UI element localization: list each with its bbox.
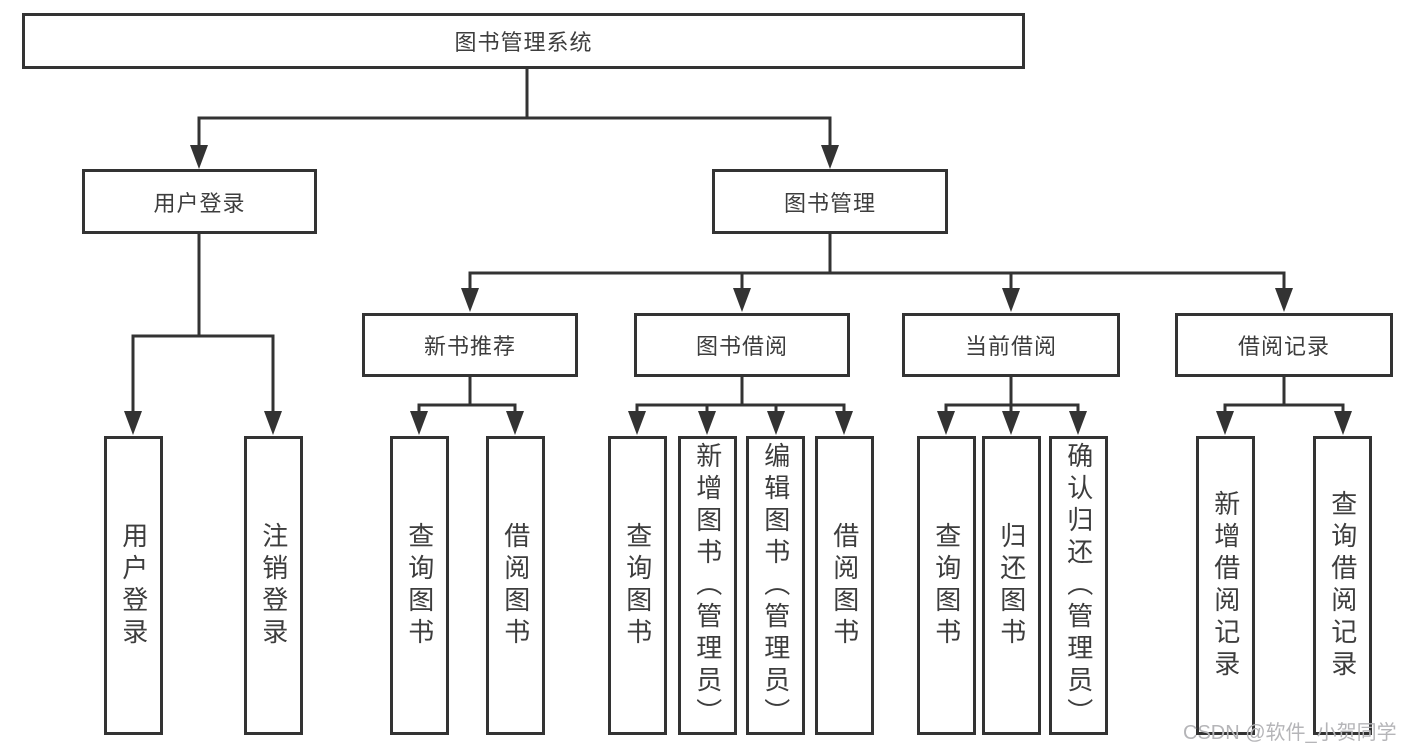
node-new-book-recommend: 新书推荐 [362, 313, 578, 377]
leaf-label: 编辑图书（管理员） [760, 441, 791, 730]
leaf-label: 用户登录 [118, 521, 149, 650]
leaf-label: 查询图书 [622, 521, 653, 650]
leaf-label: 查询借阅记录 [1327, 489, 1358, 682]
leaf-add-book-admin: 新增图书（管理员） [678, 436, 737, 735]
watermark-text: CSDN @软件_小贺同学 [1183, 722, 1397, 744]
leaf-label: 查询图书 [931, 521, 962, 650]
leaf-label: 新增借阅记录 [1210, 489, 1241, 682]
node-borrow-records: 借阅记录 [1175, 313, 1393, 377]
leaf-label: 注销登录 [258, 521, 289, 650]
leaf-label: 确认归还（管理员） [1063, 441, 1094, 730]
leaf-borrow-books-recommend: 借阅图书 [486, 436, 545, 735]
leaf-user-login: 用户登录 [104, 436, 163, 735]
node-book-borrow: 图书借阅 [634, 313, 850, 377]
leaf-logout: 注销登录 [244, 436, 303, 735]
leaf-label: 归还图书 [996, 521, 1027, 650]
leaf-query-borrow-record: 查询借阅记录 [1313, 436, 1372, 735]
node-current-borrow: 当前借阅 [902, 313, 1120, 377]
leaf-return-book: 归还图书 [982, 436, 1041, 735]
node-library-system: 图书管理系统 [22, 13, 1025, 69]
leaf-borrow-books: 借阅图书 [815, 436, 874, 735]
leaf-label: 新增图书（管理员） [692, 441, 723, 730]
leaf-add-borrow-record: 新增借阅记录 [1196, 436, 1255, 735]
leaf-edit-book-admin: 编辑图书（管理员） [746, 436, 805, 735]
node-book-management: 图书管理 [712, 169, 948, 234]
leaf-query-books-current: 查询图书 [917, 436, 976, 735]
leaf-confirm-return-admin: 确认归还（管理员） [1049, 436, 1108, 735]
leaf-label: 查询图书 [404, 521, 435, 650]
leaf-label: 借阅图书 [500, 521, 531, 650]
arrowhead-icons [124, 145, 1352, 435]
leaf-query-books-recommend: 查询图书 [390, 436, 449, 735]
leaf-label: 借阅图书 [829, 521, 860, 650]
node-user-login: 用户登录 [82, 169, 317, 234]
leaf-query-books-borrow: 查询图书 [608, 436, 667, 735]
